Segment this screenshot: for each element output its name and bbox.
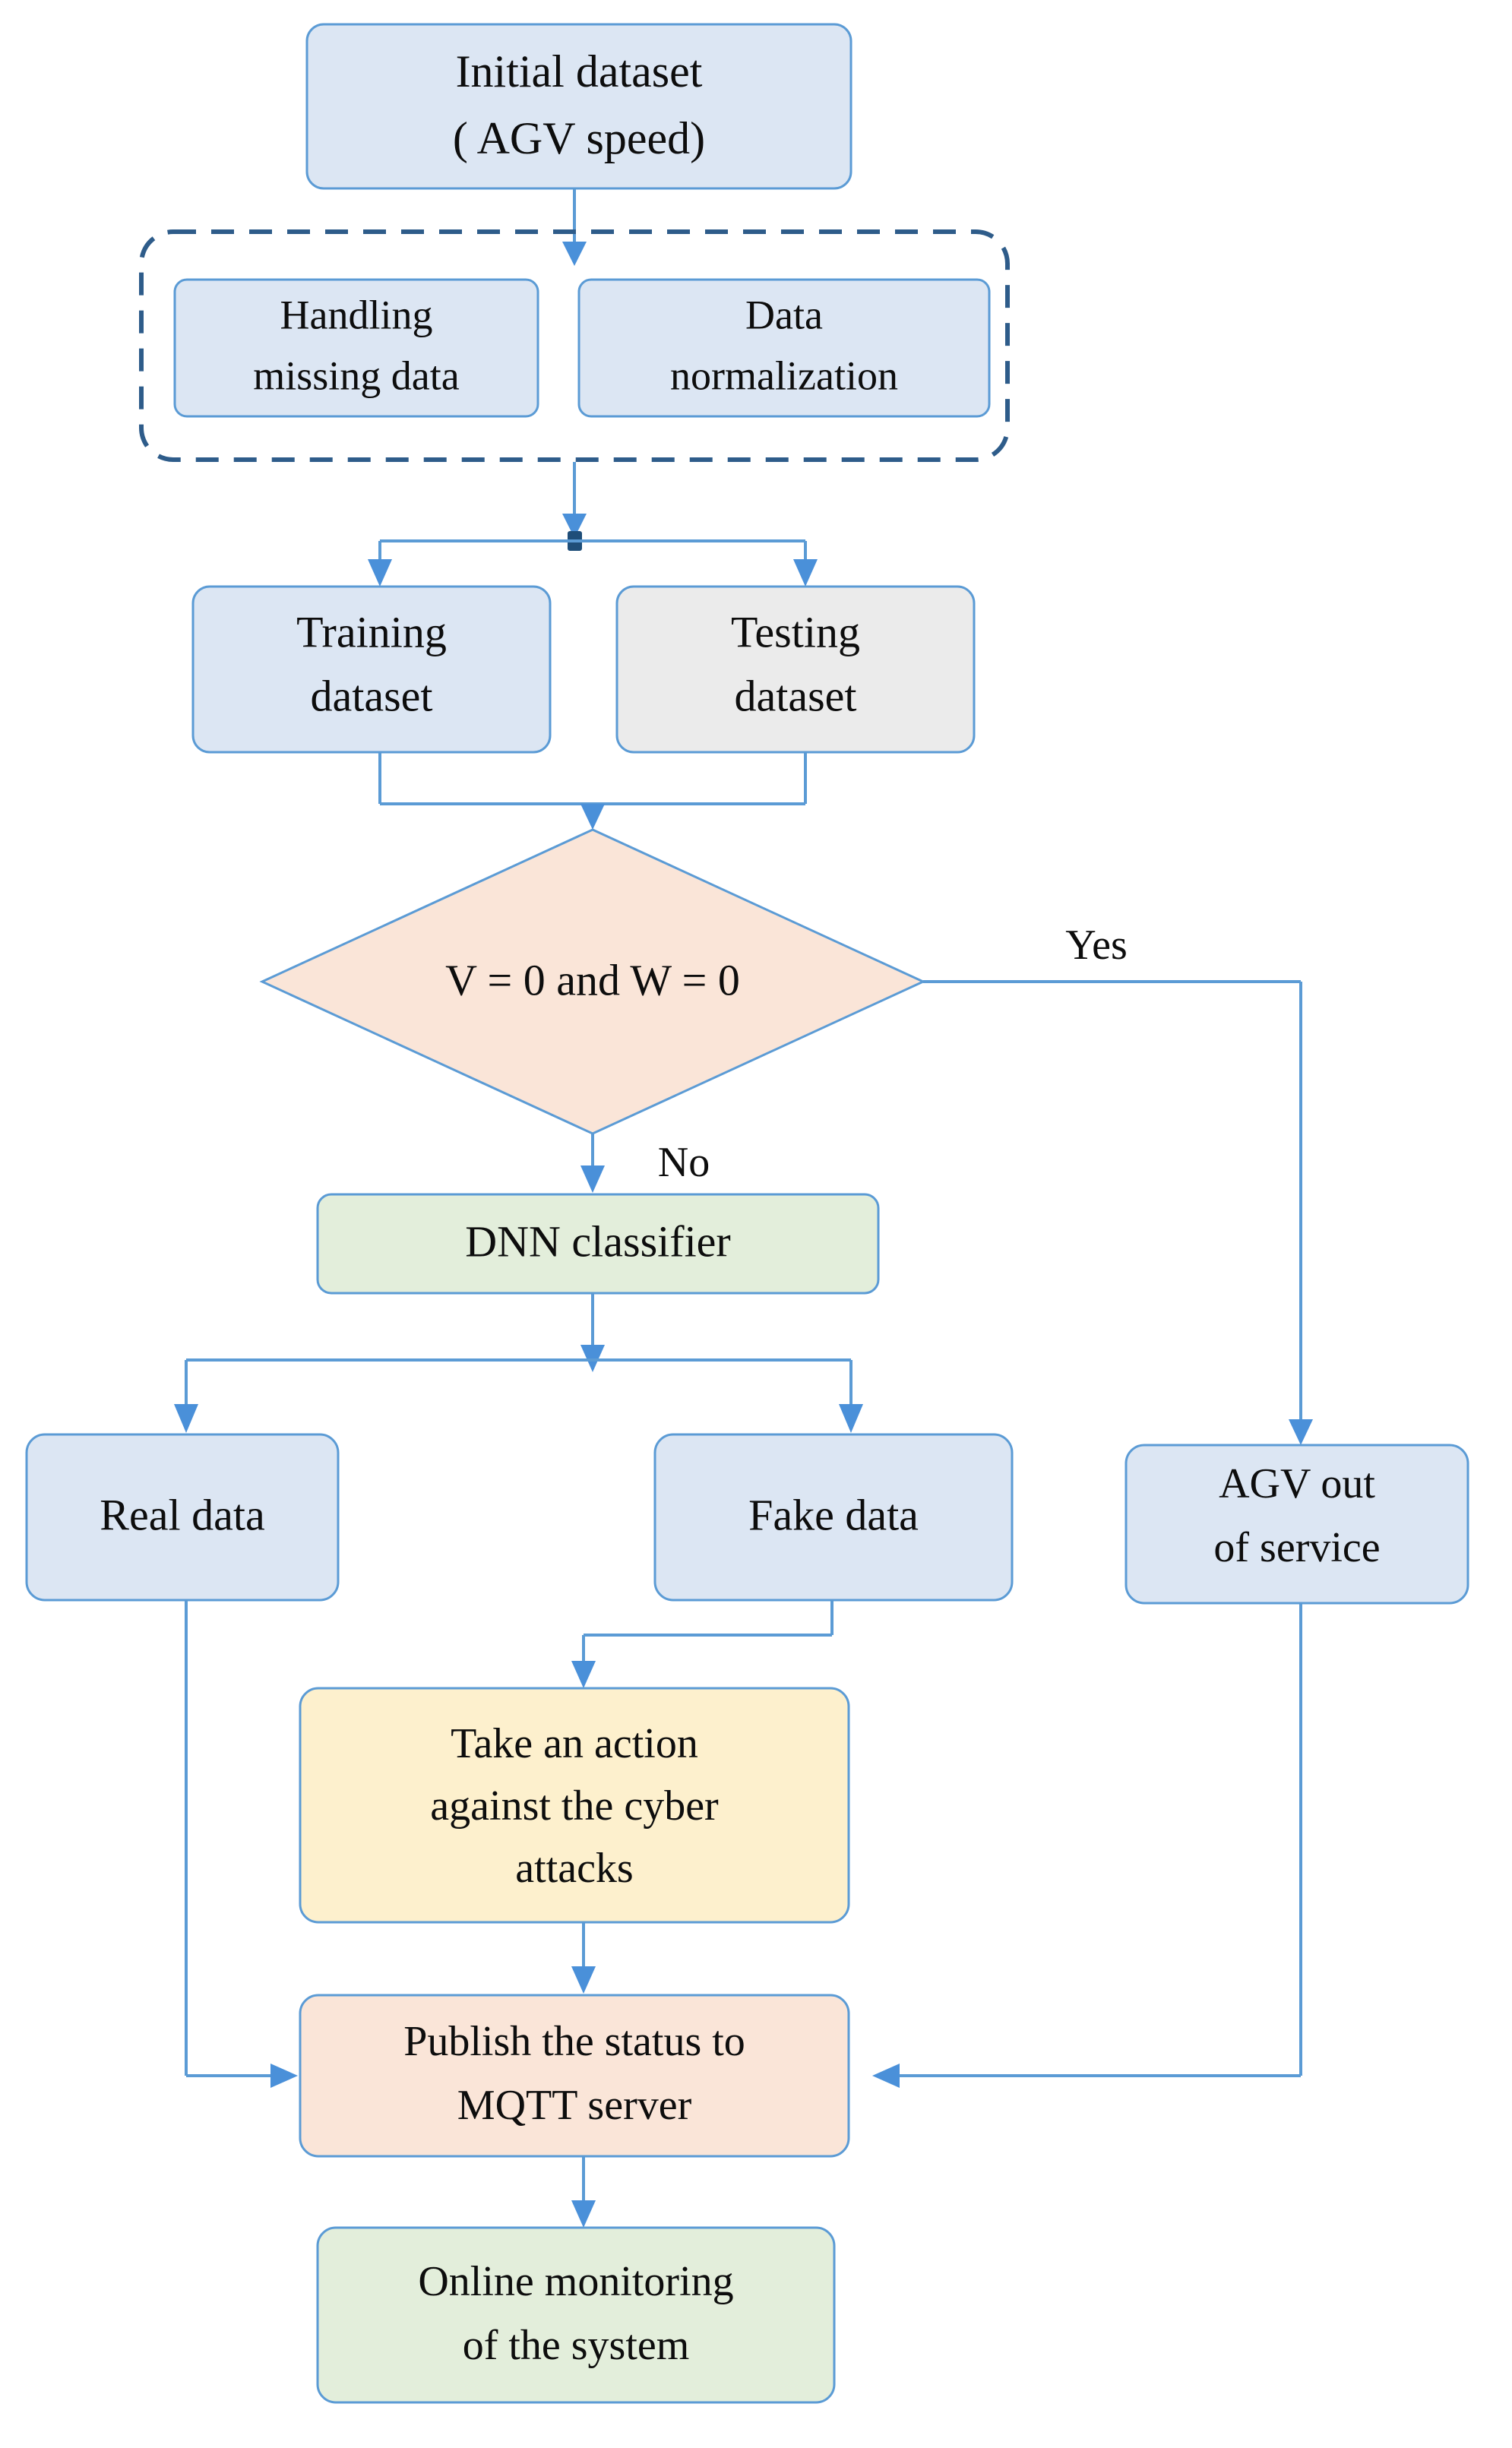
node-publish-mqtt[interactable] — [299, 1994, 850, 2158]
node-real-data-label: Real data — [100, 1490, 264, 1539]
connector-fakedata-to-takeaction — [571, 1599, 833, 1688]
node-initial-dataset[interactable] — [305, 23, 852, 190]
edge-label-yes: Yes — [1065, 922, 1127, 969]
node-fake-data[interactable] — [653, 1433, 1014, 1602]
node-training-dataset-line1: Training — [296, 607, 447, 656]
node-testing-dataset[interactable] — [615, 585, 976, 754]
connector-agvout-to-publish — [872, 1602, 1302, 2088]
node-testing-dataset-line1: Testing — [731, 607, 860, 656]
connector-decision-no — [580, 1134, 605, 1193]
node-data-normalization-line1: Data — [745, 292, 823, 337]
node-agv-out-of-service-line1: AGV out — [1219, 1460, 1375, 1507]
node-handling-missing-data-line2: missing data — [253, 353, 460, 398]
node-fake-data-label: Fake data — [748, 1490, 919, 1539]
node-data-normalization[interactable] — [577, 278, 991, 418]
node-training-dataset[interactable] — [191, 585, 552, 754]
node-agv-out-of-service[interactable] — [1125, 1444, 1469, 1605]
node-initial-dataset-line2: ( AGV speed) — [453, 113, 705, 163]
node-agv-out-of-service-line2: of service — [1213, 1524, 1380, 1571]
node-publish-mqtt-line1: Publish the status to — [403, 2018, 745, 2065]
connector-decision-yes — [923, 980, 1313, 1445]
node-decision-label: V = 0 and W = 0 — [445, 955, 740, 1004]
node-handling-missing-data[interactable] — [173, 278, 539, 418]
node-initial-dataset-line1: Initial dataset — [456, 46, 703, 96]
connector-realdata-to-publish — [185, 1599, 298, 2088]
connector-publish-to-monitoring — [571, 2156, 596, 2228]
preprocessing-group-boundary — [139, 229, 1010, 462]
connector-datasets-to-decision — [378, 752, 807, 830]
node-data-normalization-line2: normalization — [670, 353, 898, 398]
node-online-monitoring-line2: of the system — [463, 2322, 690, 2369]
node-online-monitoring-line1: Online monitoring — [418, 2258, 733, 2305]
connector-preprocessing-to-split — [562, 462, 587, 538]
connector-dnn-split — [174, 1292, 863, 1433]
node-dnn-classifier[interactable] — [316, 1193, 880, 1295]
node-decision[interactable] — [259, 828, 926, 1135]
node-handling-missing-data-line1: Handling — [280, 292, 433, 337]
connector-takeaction-to-publish — [571, 1922, 596, 1994]
node-training-dataset-line2: dataset — [310, 671, 432, 720]
node-dnn-classifier-label: DNN classifier — [465, 1216, 731, 1266]
node-publish-mqtt-line2: MQTT server — [457, 2082, 692, 2129]
edge-label-no: No — [658, 1139, 710, 1186]
node-take-action-line1: Take an action — [451, 1720, 698, 1767]
connector-initial-to-preprocessing — [562, 188, 587, 266]
connector-split-branches — [368, 539, 818, 587]
node-take-action-line2: against the cyber — [430, 1782, 719, 1830]
node-online-monitoring[interactable] — [316, 2226, 836, 2404]
node-real-data[interactable] — [25, 1433, 340, 1602]
node-testing-dataset-line2: dataset — [734, 671, 856, 720]
node-take-action[interactable] — [299, 1687, 850, 1924]
node-take-action-line3: attacks — [515, 1845, 633, 1892]
